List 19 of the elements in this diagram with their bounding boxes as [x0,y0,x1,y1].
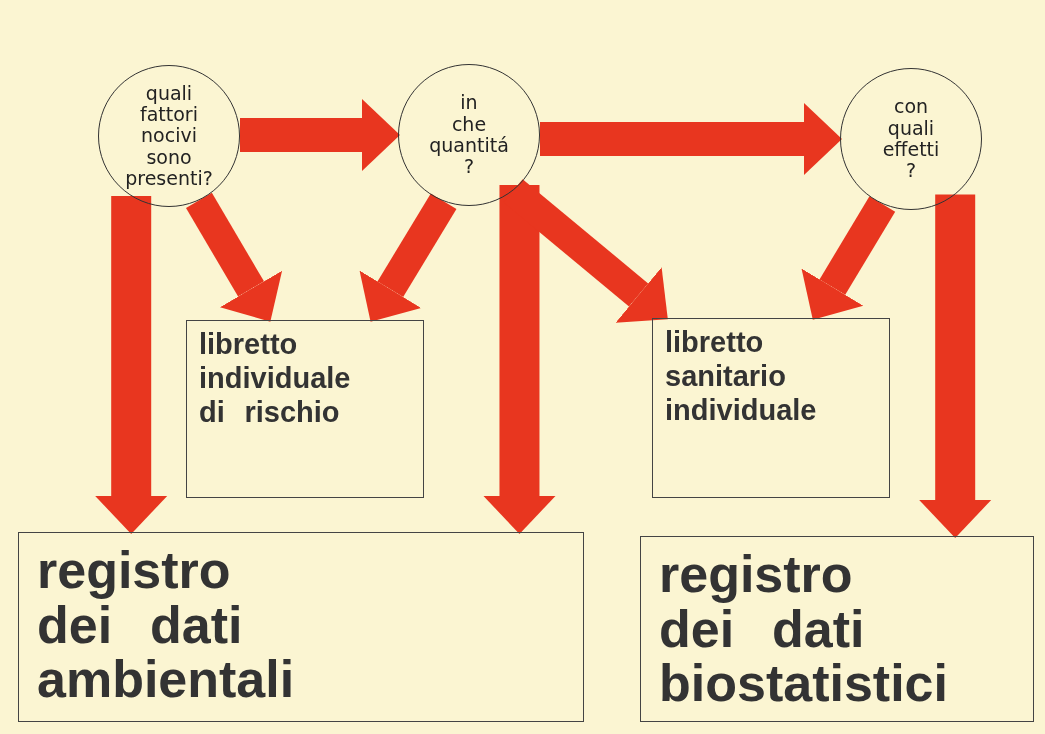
block-arrow [801,196,896,320]
booklet-box [186,320,424,498]
block-arrow [919,194,992,538]
register-box [18,532,584,722]
block-arrow [540,103,842,175]
question-text: in che quantitá ? [429,92,509,178]
box-label: registro dei dati biostatistici [659,547,948,711]
question-text: con quali effetti ? [882,96,940,182]
block-arrow [359,193,457,322]
booklet-box [652,318,890,498]
block-arrow [240,99,400,171]
box-label: registro dei dati ambientali [37,543,295,707]
block-arrow [186,192,283,322]
block-arrow [483,184,556,534]
box-label: libretto individuale di rischio [199,327,351,430]
box-label: libretto sanitario individuale [665,325,817,428]
block-arrow [95,196,168,534]
register-box [640,536,1034,722]
question-text: quali fattori nocivi sono presenti? [125,82,213,190]
